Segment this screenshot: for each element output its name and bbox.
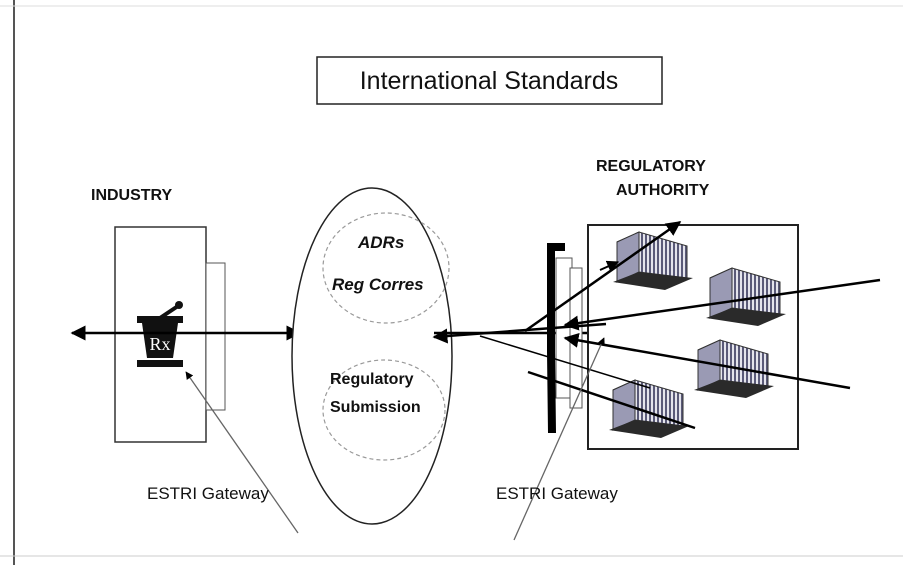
authority-gateway-bracket bbox=[547, 243, 565, 434]
fan-arrow-upper-left bbox=[524, 220, 682, 333]
fan-arrow-lower-right bbox=[563, 332, 851, 390]
fan-arrow-upper-right bbox=[563, 278, 881, 331]
small-arrow-top bbox=[599, 260, 620, 272]
industry-gateway bbox=[205, 262, 226, 411]
fan-arrow-center bbox=[479, 335, 651, 389]
exchange-oval bbox=[291, 187, 453, 525]
adrs-label: ADRs bbox=[357, 233, 404, 252]
reg-corres-label: Reg Corres bbox=[332, 275, 424, 294]
regulatory-authority-label-1: REGULATORY bbox=[596, 158, 706, 175]
regulatory-submission-label-1: Regulatory bbox=[330, 371, 414, 388]
title-box bbox=[316, 56, 663, 105]
left-gateway-label: ESTRI Gateway bbox=[147, 484, 269, 503]
rx-symbol: Rx bbox=[149, 334, 170, 354]
right-gateway-label: ESTRI Gateway bbox=[496, 484, 618, 503]
upper-dashed-ellipse bbox=[322, 212, 450, 324]
left-gateway-callout bbox=[185, 371, 299, 534]
regulatory-submission-label-2: Submission bbox=[330, 399, 421, 416]
right-gateway-callout bbox=[513, 337, 605, 541]
industry-label: INDUSTRY bbox=[91, 187, 173, 204]
regulatory-authority-label-2: AUTHORITY bbox=[616, 182, 710, 199]
fan-arrow-lower-left bbox=[527, 370, 696, 430]
diagram-title: International Standards bbox=[360, 67, 619, 95]
lower-dashed-ellipse bbox=[322, 359, 446, 461]
